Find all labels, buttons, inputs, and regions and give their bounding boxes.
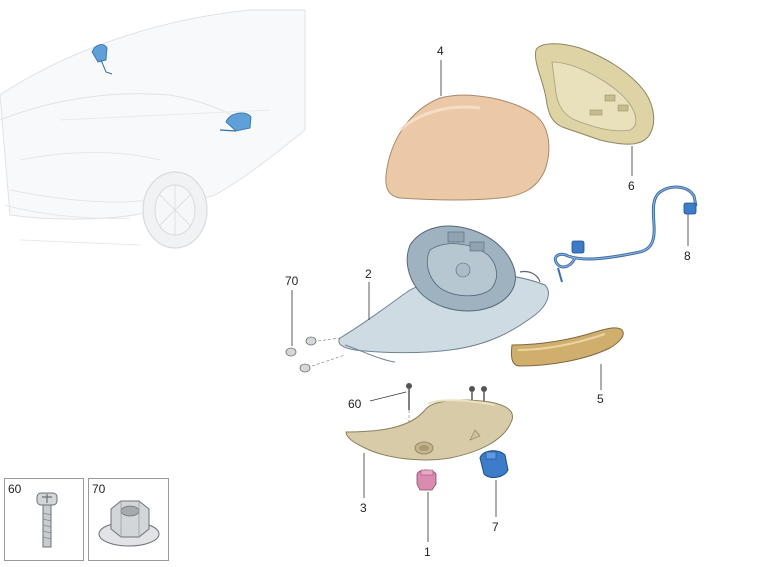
detail-box-screw: 60 xyxy=(4,478,84,561)
callout-8: 8 xyxy=(684,249,691,263)
flange-nut-detail-icon xyxy=(98,500,160,547)
callout-4: 4 xyxy=(437,44,444,58)
detail-box-screw-label: 60 xyxy=(8,482,22,496)
callout-1: 1 xyxy=(424,545,431,559)
detail-box-nut: 70 xyxy=(88,478,169,561)
callout-2: 2 xyxy=(365,267,372,281)
part-6-mirror-glass-frame xyxy=(534,43,655,145)
part-5-turn-signal-indicator xyxy=(510,327,624,367)
part-3-lower-trim-cover xyxy=(345,399,514,461)
part-70-nuts xyxy=(285,336,346,373)
callout-5: 5 xyxy=(597,392,604,406)
highlighted-mirror-left xyxy=(91,44,113,75)
part-7-electrical-connector xyxy=(479,450,509,478)
part-1-mounting-clip xyxy=(416,469,437,491)
part-4-mirror-cover xyxy=(385,94,550,201)
callout-70: 70 xyxy=(285,274,299,288)
callout-6: 6 xyxy=(628,179,635,193)
callout-60: 60 xyxy=(348,397,362,411)
highlighted-mirror-right xyxy=(219,112,252,132)
callout-7: 7 xyxy=(492,520,499,534)
callout-3: 3 xyxy=(360,501,367,515)
part-8-wiring-harness xyxy=(553,185,698,283)
part-2-mirror-base-housing xyxy=(338,225,549,363)
vehicle-overview-illustration xyxy=(0,9,306,249)
screw-detail-icon xyxy=(36,492,58,548)
detail-box-nut-label: 70 xyxy=(92,482,106,496)
